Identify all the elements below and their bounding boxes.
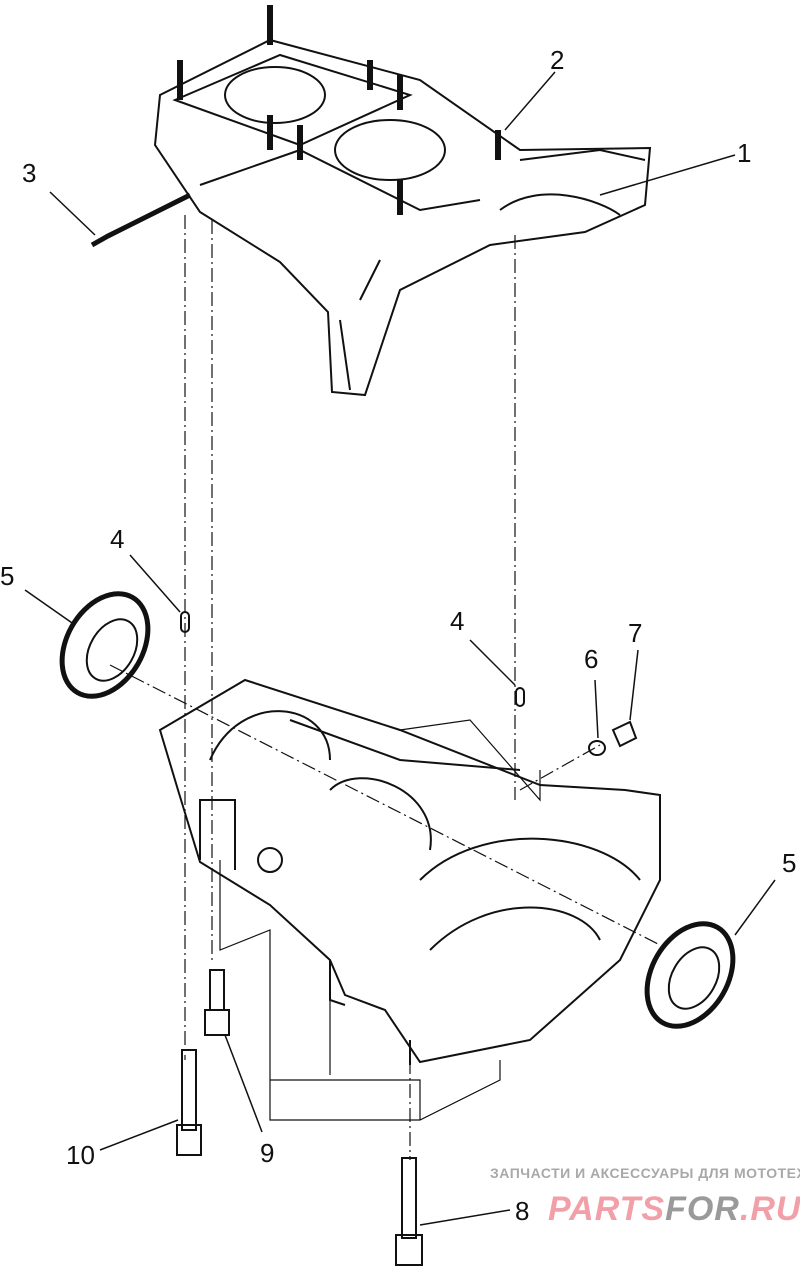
oil-seal-right (644, 921, 736, 1029)
washer-6 (588, 740, 606, 756)
dowel-4-right (515, 687, 525, 707)
callout-6: 6 (584, 644, 599, 674)
upper-crankcase (153, 5, 652, 397)
bolt-8 (395, 1157, 423, 1266)
callout-4-left: 4 (110, 524, 125, 554)
callout-4-right: 4 (450, 606, 465, 636)
callout-7: 7 (628, 618, 643, 648)
callout-8: 8 (515, 1196, 530, 1226)
watermark-brand-part3: .RU (739, 1190, 800, 1228)
bolt-9 (204, 969, 230, 1036)
lower-crankcase (158, 678, 661, 1065)
callout-9: 9 (260, 1138, 275, 1168)
watermark-tagline: ЗАПЧАСТИ И АКСЕССУАРЫ ДЛЯ МОТОТЕХНИКИ (490, 1165, 800, 1181)
watermark-logo: PARTSFOR.RU (548, 1192, 800, 1226)
alignment-lines (109, 215, 661, 1160)
bolt-10 (176, 1049, 202, 1156)
callout-2: 2 (550, 45, 565, 75)
callout-5-left: 5 (0, 561, 15, 591)
watermark-brand-part2: FOR (665, 1190, 740, 1228)
leader-lines (24, 71, 776, 1226)
oil-seal-left (59, 591, 151, 699)
callout-3: 3 (22, 158, 37, 188)
callout-10: 10 (66, 1140, 95, 1170)
callout-1: 1 (737, 138, 752, 168)
callout-5-right: 5 (782, 848, 797, 878)
watermark-brand-part1: PARTS (548, 1190, 666, 1228)
reference-box (219, 719, 541, 1121)
dowel-4-left (180, 611, 190, 633)
nut-7 (611, 720, 638, 748)
dowel-pin-3 (90, 192, 192, 248)
